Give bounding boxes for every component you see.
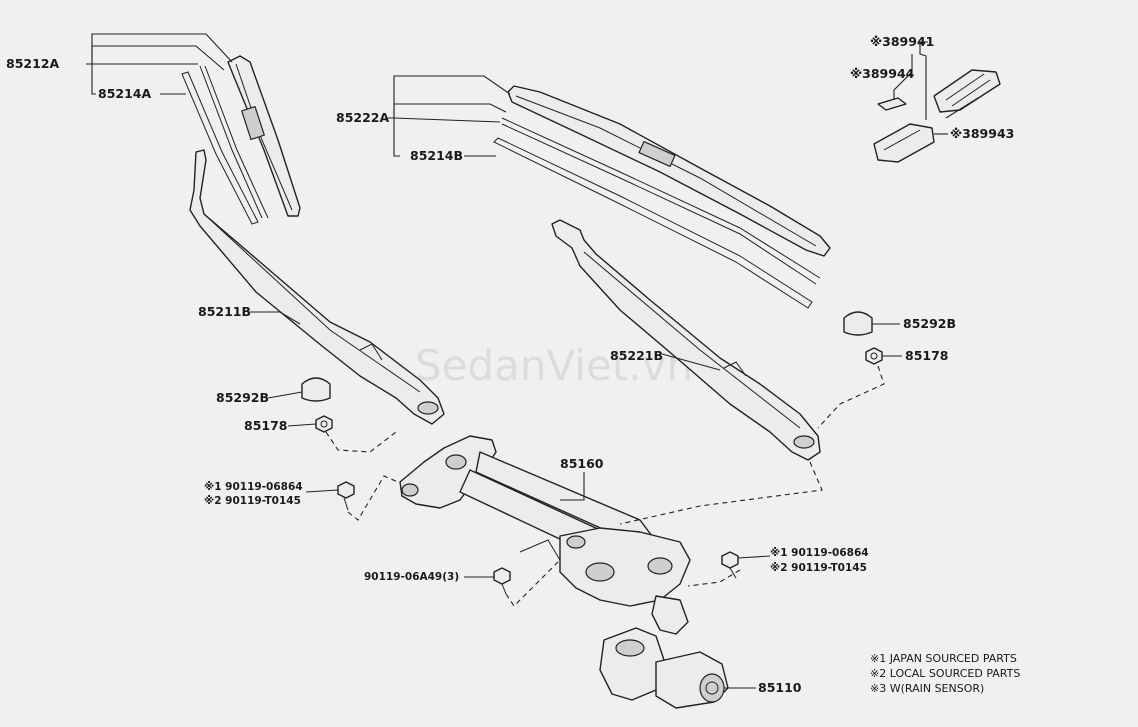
- label-bolt-left-2: ※2 90119-T0145: [204, 495, 301, 507]
- label-85211B: 85211B: [198, 304, 251, 319]
- legend-item: ※2 LOCAL SOURCED PARTS: [870, 667, 1020, 680]
- right-wiper-rubber: [493, 137, 813, 309]
- label-bolt-center: 90119-06A49(3): [364, 571, 459, 583]
- assembly-dashes: [325, 365, 885, 607]
- rain-sensor-pad: [877, 97, 907, 111]
- watermark: SedanViet.vn: [415, 341, 693, 390]
- left-cap: [301, 377, 331, 402]
- left-wiper-blade: [199, 55, 301, 219]
- right-wiper-blade: [501, 85, 831, 285]
- label-85212A: 85212A: [6, 56, 59, 71]
- label-85222A: 85222A: [336, 110, 389, 125]
- center-bolt: [493, 567, 511, 595]
- left-wiper-rubber: [181, 71, 259, 225]
- left-bolt: [337, 481, 355, 511]
- legend: ※1 JAPAN SOURCED PARTS ※2 LOCAL SOURCED …: [870, 652, 1020, 695]
- leader-lines: [86, 33, 979, 689]
- left-nut: [315, 415, 333, 433]
- label-bolt-right-1: ※1 90119-06864: [770, 547, 869, 559]
- label-bolt-left-1: ※1 90119-06864: [204, 481, 303, 493]
- wiper-motor: [599, 627, 729, 709]
- right-cap: [843, 311, 873, 336]
- label-89943: ※389943: [950, 126, 1014, 141]
- label-89941: ※389941: [870, 34, 934, 49]
- label-85178-left: 85178: [244, 418, 288, 433]
- label-85214B: 85214B: [410, 148, 463, 163]
- label-85292B-right: 85292B: [903, 316, 956, 331]
- legend-item: ※1 JAPAN SOURCED PARTS: [870, 652, 1017, 665]
- right-bolt: [721, 551, 739, 579]
- label-85160: 85160: [560, 456, 604, 471]
- right-wiper-arm: [551, 219, 821, 461]
- label-bolt-right-2: ※2 90119-T0145: [770, 562, 867, 574]
- label-85221B: 85221B: [610, 348, 663, 363]
- rain-sensor-bracket: [933, 69, 1001, 113]
- label-85178-right: 85178: [905, 348, 949, 363]
- legend-item: ※3 W(RAIN SENSOR): [870, 682, 984, 695]
- right-nut: [865, 347, 883, 365]
- left-wiper-arm: [189, 149, 445, 425]
- label-85214A: 85214A: [98, 86, 151, 101]
- label-85110: 85110: [758, 680, 802, 695]
- rain-sensor-cover: [873, 123, 935, 163]
- wiper-link-assembly: [399, 435, 691, 635]
- label-89944: ※389944: [850, 66, 915, 81]
- label-85292B-left: 85292B: [216, 390, 269, 405]
